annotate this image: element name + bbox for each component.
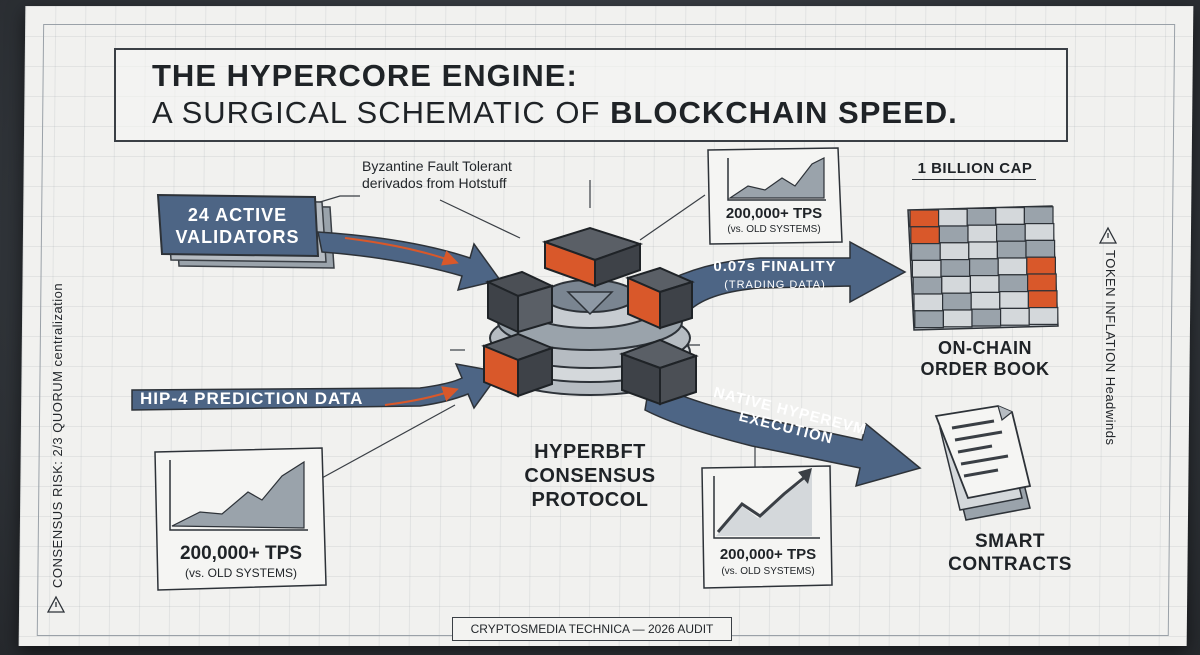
- hip4-label: HIP-4 PREDICTION DATA: [140, 389, 364, 408]
- smart-contracts-label: SMART CONTRACTS: [948, 531, 1072, 575]
- order-book-cell: [966, 207, 997, 226]
- order-book-cell: [971, 308, 1002, 327]
- warning-triangle-icon-left: [46, 595, 66, 613]
- order-book-cell: [998, 274, 1029, 293]
- tps-card-right: [701, 465, 833, 589]
- tps-card-left-value: 200,000+ TPS: [179, 543, 302, 564]
- order-book-cell: [938, 225, 969, 244]
- order-book-cell: [1025, 239, 1056, 258]
- order-book-cell: [911, 259, 942, 278]
- tps-card-top-value: 200,000+ TPS: [725, 205, 823, 222]
- order-book-cell: [999, 307, 1030, 326]
- order-book-label: ON-CHAIN ORDER BOOK: [920, 338, 1050, 379]
- validators-box-stack: [156, 193, 335, 269]
- arrow-core-to-orderbook: [658, 240, 907, 311]
- order-book-cell: [995, 207, 1025, 226]
- order-book-cell: [937, 208, 968, 227]
- tps-card-top: [707, 147, 843, 245]
- tps-card-top-note: (vs. OLD SYSTEMS): [727, 224, 821, 235]
- order-book-cell: [910, 226, 940, 245]
- order-book-cell: [968, 258, 999, 277]
- order-book-cell: [995, 223, 1026, 242]
- finality-sublabel: (TRADING DATA): [724, 279, 826, 291]
- order-book-cell: [940, 259, 971, 278]
- order-book-cell: [939, 242, 970, 261]
- finality-label: 0.07s FINALITY: [713, 258, 837, 275]
- byzantine-annotation: Byzantine Fault Tolerant derivados from …: [362, 158, 512, 191]
- token-inflation-note: TOKEN INFLATION Headwinds: [1103, 250, 1118, 446]
- footer-audit-label: CRYPTOSMEDIA TECHNICA — 2026 AUDIT: [452, 617, 732, 641]
- order-book-cell: [969, 275, 1000, 294]
- smart-contracts-document: [934, 405, 1032, 521]
- tps-card-right-value: 200,000+ TPS: [719, 546, 817, 563]
- order-book-cell: [1026, 273, 1057, 292]
- consensus-risk-note: CONSENSUS RISK: 2/3 QUORUM centralizatio…: [50, 282, 65, 588]
- order-book-cell: [968, 241, 998, 260]
- order-book-cell: [942, 309, 973, 328]
- order-book-cell: [970, 291, 1001, 310]
- order-book-cell: [1026, 256, 1057, 275]
- billion-cap-label: 1 BILLION CAP: [917, 160, 1033, 177]
- order-book-cell: [1028, 307, 1059, 326]
- core-engine-graphic: [481, 226, 699, 406]
- validators-label: 24 ACTIVE VALIDATORS: [175, 205, 300, 247]
- order-book-cell: [1027, 290, 1058, 309]
- order-book-cell: [941, 292, 972, 311]
- order-book-cell: [999, 291, 1029, 310]
- title-line-1: THE HYPERCORE ENGINE:: [152, 58, 578, 93]
- order-book-cell: [914, 310, 944, 329]
- order-book-cell: [967, 224, 998, 243]
- order-book-cell: [941, 275, 971, 294]
- title-frame: [114, 48, 1068, 142]
- tps-card-left: [154, 447, 327, 591]
- order-book-cell: [910, 243, 941, 262]
- order-book-cell: [1024, 223, 1055, 242]
- hyperbft-label: HYPERBFT CONSENSUS PROTOCOL: [524, 441, 656, 511]
- tps-card-right-note: (vs. OLD SYSTEMS): [721, 566, 815, 577]
- order-book-cells: [909, 206, 1059, 329]
- order-book-cell: [996, 240, 1027, 259]
- order-book-cell: [913, 293, 944, 312]
- order-book-cell: [912, 276, 943, 295]
- warning-triangle-icon-right: [1098, 226, 1118, 244]
- tps-card-left-note: (vs. OLD SYSTEMS): [184, 566, 297, 580]
- arrow-validators-to-core: [317, 231, 502, 292]
- order-book-cell: [1023, 206, 1054, 225]
- cap-underline: [912, 179, 1036, 180]
- order-book-cell: [909, 209, 940, 228]
- arrow-hip4-to-core: [131, 363, 502, 411]
- title-line-2: A SURGICAL SCHEMATIC OF BLOCKCHAIN SPEED…: [152, 95, 958, 130]
- order-book-cell: [997, 257, 1028, 276]
